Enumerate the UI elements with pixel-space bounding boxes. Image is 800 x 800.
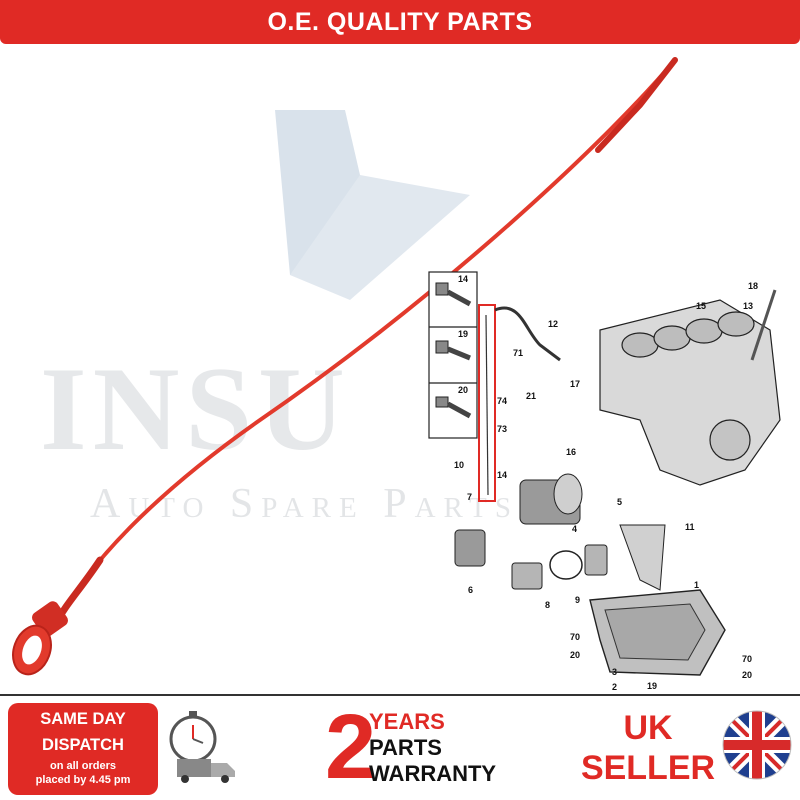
warranty-number: 2	[325, 696, 377, 798]
bolt-icon	[435, 282, 472, 307]
callout-label: 14	[497, 470, 507, 480]
seller-line: SELLER	[580, 749, 716, 787]
callout-label: 7	[467, 492, 472, 502]
uk-flag-icon	[722, 710, 792, 780]
callout-label: 18	[748, 281, 758, 291]
warranty-line-1: YEARS	[369, 709, 445, 734]
stopwatch-truck-icon	[169, 711, 235, 783]
callout-label: 16	[566, 447, 576, 457]
bolts-inset	[428, 271, 478, 439]
callout-label: 17	[570, 379, 580, 389]
callout-label: 19	[458, 329, 468, 339]
callout-label: 21	[526, 391, 536, 401]
callout-label: 4	[572, 524, 577, 534]
warranty-line-3: WARRANTY	[369, 761, 497, 786]
dispatch-title-line-2: DISPATCH	[42, 736, 124, 754]
callout-label: 70	[570, 632, 580, 642]
oil-cooler-icon	[454, 529, 486, 567]
uk-line: UK	[623, 709, 673, 747]
callout-label: 73	[497, 424, 507, 434]
bolt-icon	[435, 396, 472, 419]
callout-label: 1	[694, 580, 699, 590]
dispatch-subtitle-line-1: on all orders	[49, 760, 117, 772]
callout-label: 3	[612, 667, 617, 677]
engine-block-icon	[599, 299, 781, 486]
footer-divider	[0, 694, 800, 696]
callout-label: 6	[468, 585, 473, 595]
same-day-dispatch-badge: SAME DAY DISPATCH on all orders placed b…	[8, 703, 158, 795]
dipstick-icon	[12, 57, 678, 676]
callout-label: 10	[454, 460, 464, 470]
warranty-line-2: PARTS	[369, 735, 442, 760]
header-banner: O.E. QUALITY PARTS	[0, 0, 800, 44]
warranty-text: YEARS PARTS WARRANTY	[369, 709, 496, 787]
callout-label: 9	[575, 595, 580, 605]
callout-label: 8	[545, 600, 550, 610]
callout-label: 70	[742, 654, 752, 664]
callout-label: 20	[458, 385, 468, 395]
warranty-badge: 2 YEARS PARTS WARRANTY	[325, 697, 505, 797]
uk-seller-badge: UK SELLER	[578, 708, 718, 788]
callout-label: 20	[570, 650, 580, 660]
dispatch-subtitle-line-2: placed by 4.45 pm	[35, 774, 131, 786]
callout-label: 14	[458, 274, 468, 284]
bracket-icon	[619, 524, 666, 591]
callout-label: 71	[513, 348, 523, 358]
callout-label: 13	[743, 301, 753, 311]
callout-label: 15	[696, 301, 706, 311]
highlight-box	[478, 304, 496, 502]
banner-title: O.E. QUALITY PARTS	[267, 7, 533, 36]
callout-label: 74	[497, 396, 507, 406]
dispatch-title-line-1: SAME DAY	[40, 710, 126, 728]
callout-label: 12	[548, 319, 558, 329]
callout-label: 5	[617, 497, 622, 507]
oil-filter-icon	[511, 544, 608, 590]
callout-label: 11	[685, 522, 695, 532]
oil-filter-housing-icon	[519, 473, 583, 525]
bolt-icon	[435, 340, 471, 361]
oil-pan-icon	[589, 589, 726, 676]
callout-label: 2	[612, 682, 617, 692]
callout-label: 20	[742, 670, 752, 680]
callout-label: 19	[647, 681, 657, 691]
